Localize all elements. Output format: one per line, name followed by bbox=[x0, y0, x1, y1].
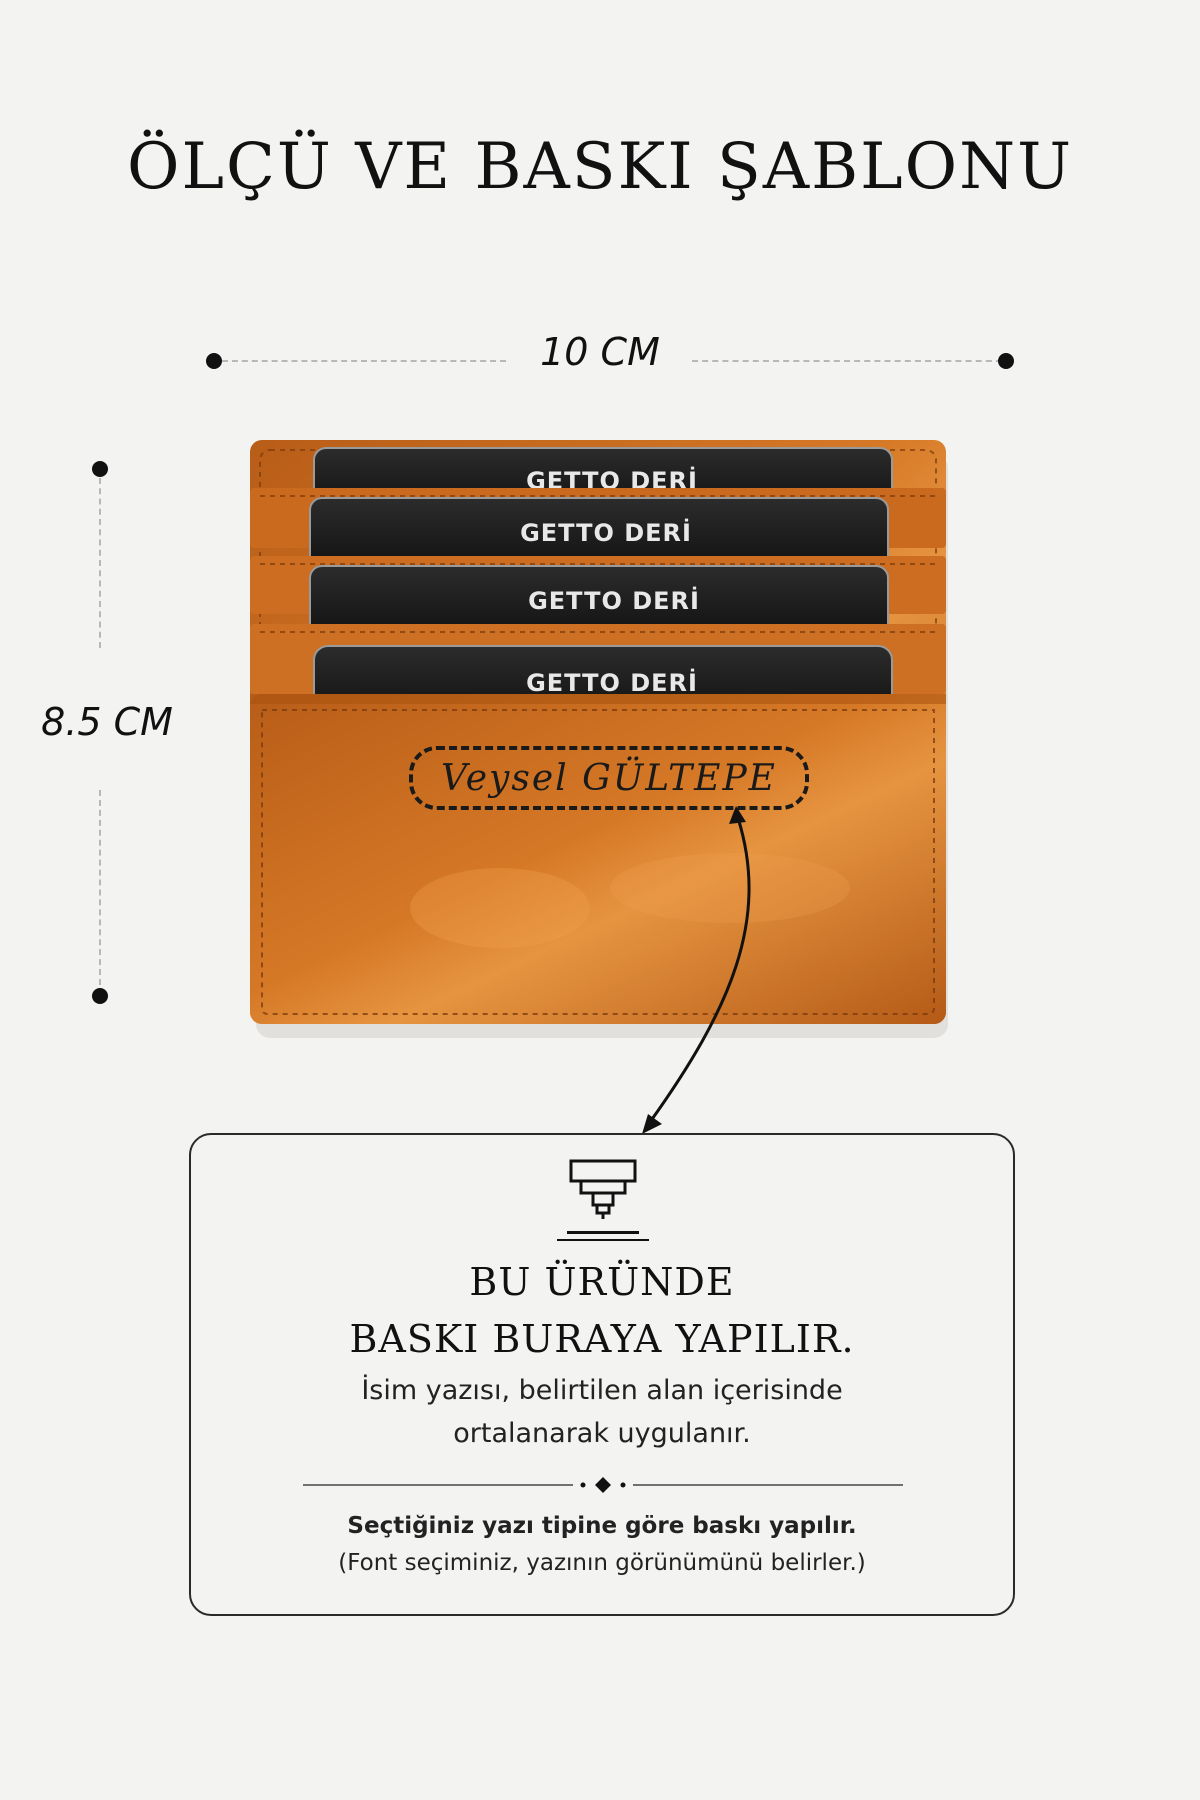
page-title: ÖLÇÜ VE BASKI ŞABLONU bbox=[126, 130, 1074, 204]
leather-highlight-1 bbox=[410, 868, 590, 948]
width-end-dot bbox=[998, 353, 1014, 369]
width-dashed-line-left bbox=[222, 360, 506, 362]
arrow-curve bbox=[648, 817, 751, 1123]
front-panel-edge bbox=[250, 694, 946, 704]
card-wallet-illustration: GETTO DERİ GETTO DERİ GETTO DERİ GETTO D… bbox=[250, 438, 950, 1038]
height-start-dot bbox=[92, 461, 108, 477]
font-note-bold: Seçtiğiniz yazı tipine göre baskı yapılı… bbox=[347, 1513, 857, 1539]
info-heading-line-2: BASKI BURAYA YAPILIR. bbox=[349, 1317, 855, 1361]
front-panel-stitching bbox=[261, 709, 935, 1015]
card-3-label: GETTO DERİ bbox=[528, 586, 700, 615]
card-2-label: GETTO DERİ bbox=[520, 518, 692, 547]
width-label: 10 CM bbox=[540, 330, 660, 374]
card-wallet-image: GETTO DERİ GETTO DERİ GETTO DERİ GETTO D… bbox=[250, 440, 948, 1038]
leather-highlight-2 bbox=[610, 853, 850, 923]
info-heading-line-1: BU ÜRÜNDE bbox=[469, 1260, 735, 1304]
width-dashed-line-right bbox=[692, 360, 1002, 362]
arrow-to-info-icon bbox=[642, 806, 751, 1134]
width-start-dot bbox=[206, 353, 222, 369]
arrow-head-bottom bbox=[642, 1114, 662, 1134]
print-name-sample: Veysel GÜLTEPE bbox=[441, 757, 777, 799]
wallet-front-panel bbox=[250, 694, 946, 1024]
height-label: 8.5 CM bbox=[41, 700, 173, 744]
info-subtext-line-1: İsim yazısı, belirtilen alan içerisinde bbox=[361, 1375, 843, 1406]
print-area-outline: Veysel GÜLTEPE bbox=[409, 746, 809, 810]
arrow-head-top bbox=[729, 806, 746, 824]
height-end-dot bbox=[92, 988, 108, 1004]
height-dashed-line-bottom bbox=[99, 790, 101, 985]
font-note: (Font seçiminiz, yazının görünümünü beli… bbox=[338, 1550, 866, 1576]
height-dashed-line-top bbox=[99, 478, 101, 648]
card-4-label: GETTO DERİ bbox=[526, 668, 698, 697]
info-subtext-line-2: ortalanarak uygulanır. bbox=[453, 1418, 751, 1449]
print-info-box: BU ÜRÜNDE BASKI BURAYA YAPILIR. İsim yaz… bbox=[189, 1133, 1015, 1616]
ornament-divider bbox=[303, 1477, 903, 1493]
printing-press-icon bbox=[557, 1159, 649, 1241]
